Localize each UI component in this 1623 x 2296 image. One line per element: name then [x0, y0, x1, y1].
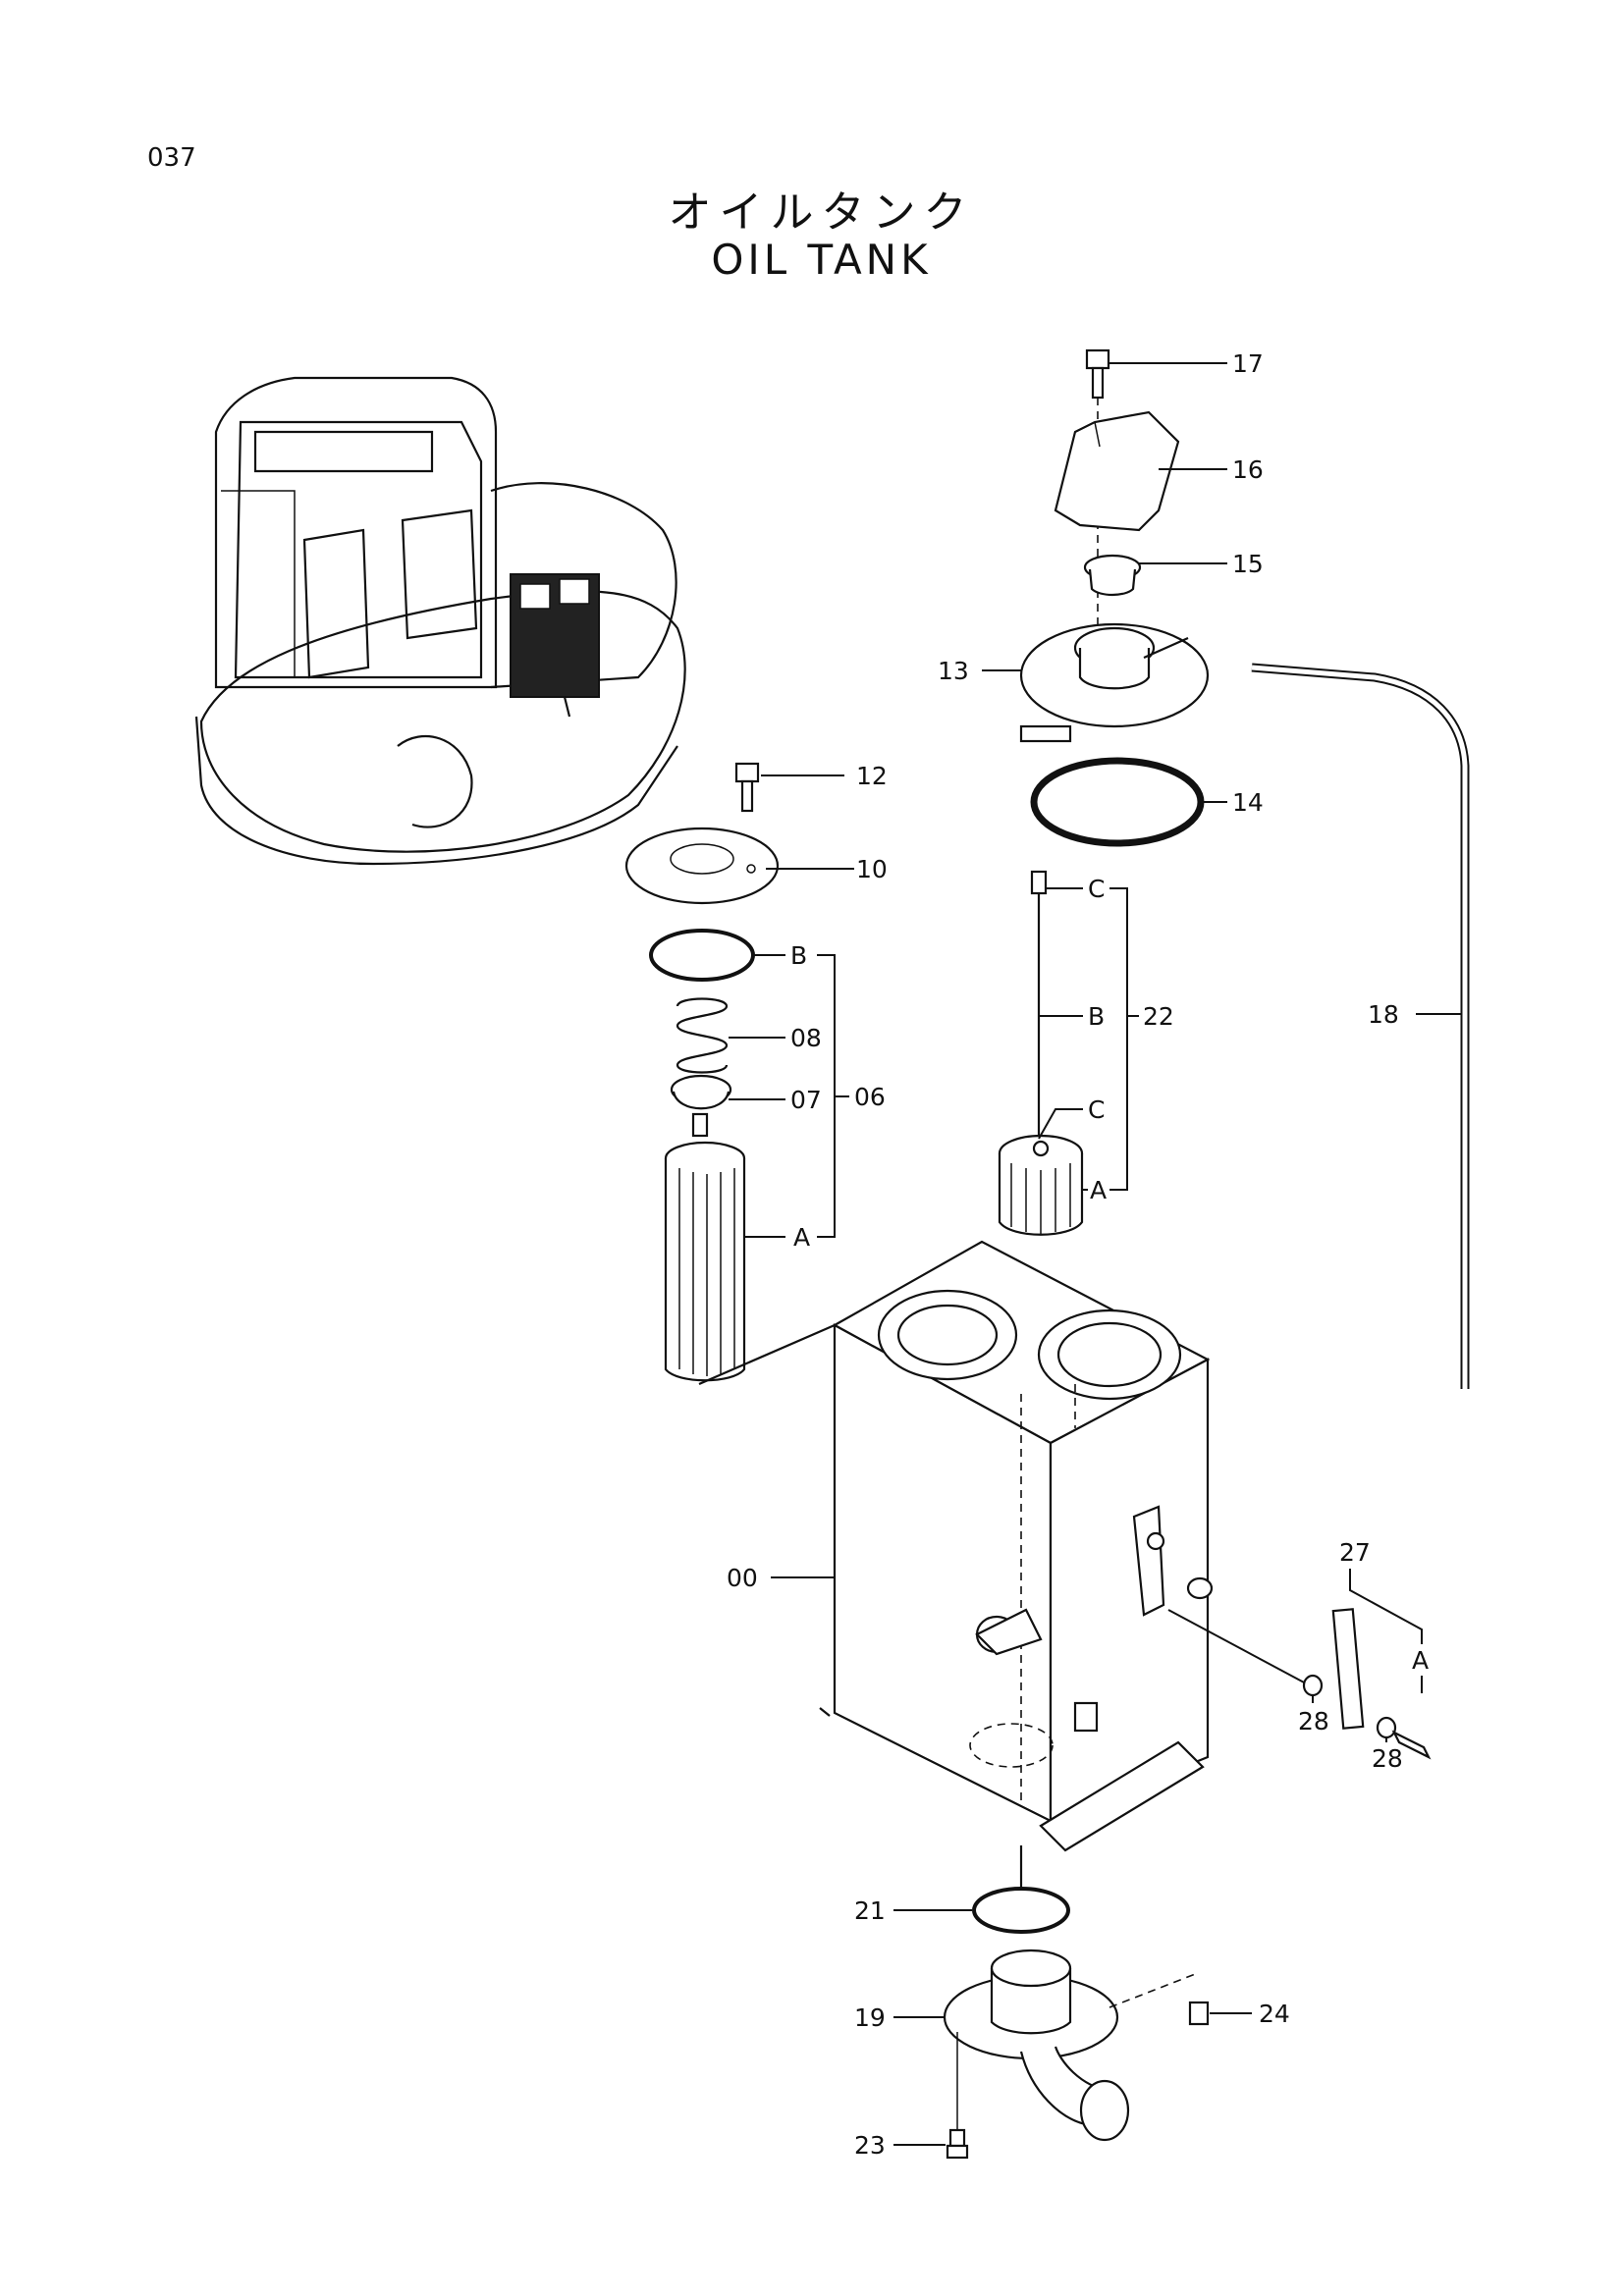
callout-06: 06 — [854, 1083, 886, 1111]
page-number: 037 — [147, 143, 196, 173]
gauge-bolt — [1391, 1730, 1432, 1760]
part-10-flange-plate — [624, 827, 780, 905]
callout-00: 00 — [727, 1564, 758, 1592]
callout-27-a: A — [1412, 1646, 1429, 1675]
callout-labels: 17 16 15 13 14 12 10 B 08 07 06 A C B 22… — [727, 349, 1429, 2160]
title-japanese: オイルタンク — [668, 187, 975, 238]
part-06-b-o-ring — [649, 929, 755, 982]
callout-12: 12 — [856, 762, 888, 790]
callout-10: 10 — [856, 855, 888, 883]
callout-22-c-bottom: C — [1088, 1095, 1105, 1124]
part-14-o-ring — [1030, 757, 1205, 847]
leader-lines — [729, 362, 1461, 2146]
part-21-o-ring — [972, 1887, 1070, 1934]
part-22-rod — [1030, 870, 1048, 1139]
part-07-valve — [670, 1074, 732, 1138]
callout-06-b: B — [790, 941, 807, 970]
callout-17: 17 — [1232, 349, 1264, 378]
callout-13: 13 — [938, 657, 969, 685]
part-18-breather-hose — [1251, 663, 1470, 1389]
callout-22-c-top: C — [1088, 875, 1105, 903]
title-english: OIL TANK — [711, 236, 932, 284]
part-24-plug — [1188, 2001, 1210, 2026]
callout-16: 16 — [1232, 455, 1264, 484]
part-28-washer — [1302, 1674, 1397, 1739]
callout-19: 19 — [854, 2003, 886, 2032]
part-17-bolt — [1085, 348, 1110, 400]
part-13-filler-flange — [1019, 622, 1210, 743]
part-19-outlet-flange — [943, 1949, 1130, 2142]
callout-15: 15 — [1232, 550, 1264, 578]
part-27-level-gauge — [1331, 1608, 1365, 1730]
callout-22: 22 — [1143, 1002, 1174, 1031]
callout-28-right: 28 — [1372, 1744, 1403, 1773]
callout-23: 23 — [854, 2131, 886, 2160]
callout-21: 21 — [854, 1896, 886, 1925]
part-22-a-strainer — [998, 1134, 1084, 1236]
callout-06-a: A — [793, 1223, 810, 1252]
part-08-spring — [676, 997, 729, 1074]
part-12-bolt — [734, 762, 760, 813]
part-15-cap — [1083, 554, 1142, 597]
callout-22-b: B — [1088, 1002, 1105, 1031]
part-16-cover-plate — [1054, 410, 1180, 532]
callout-07: 07 — [790, 1086, 822, 1114]
callout-22-a: A — [1090, 1176, 1107, 1204]
part-06-a-filter-element — [664, 1141, 746, 1382]
callout-14: 14 — [1232, 788, 1264, 817]
excavator-locator-illustration — [194, 376, 686, 866]
callout-28-left: 28 — [1298, 1707, 1329, 1735]
part-00-oil-tank — [819, 1240, 1214, 1852]
callout-24: 24 — [1259, 2000, 1290, 2028]
callout-08: 08 — [790, 1024, 822, 1052]
part-23-bolt — [946, 2128, 969, 2160]
callout-18: 18 — [1368, 1000, 1399, 1029]
callout-27: 27 — [1339, 1538, 1371, 1567]
